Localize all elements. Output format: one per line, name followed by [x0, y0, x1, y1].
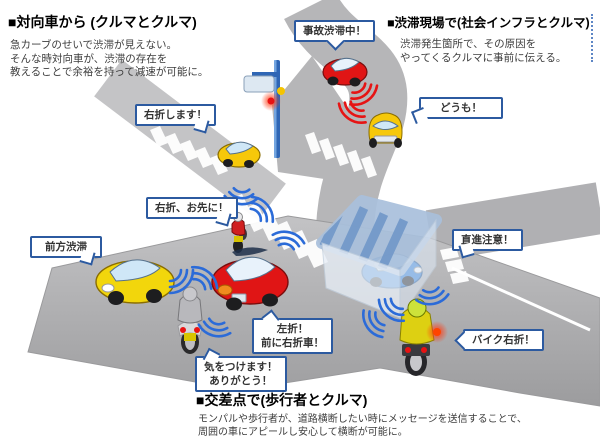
- section-body: 急カーブのせいで渋滞が見えない。 そんな時対向車が、渋滞の存在を 教えることで余…: [10, 39, 209, 78]
- callout-label: ありがとう！: [209, 375, 273, 387]
- callout-straight-caution: 直進注意！: [452, 229, 523, 259]
- section-body: モンパルや歩行者が、道路横断したい時にメッセージを送信することで、 周囲の車にア…: [198, 414, 527, 438]
- callout-label: 前方渋滞: [45, 241, 87, 253]
- section-oncoming-car: ■対向車から (クルマとクルマ) 急カーブのせいで渋滞が見えない。 そんな時対向…: [8, 12, 208, 80]
- callout-accident-jam: 事故渋滞中！: [294, 20, 375, 51]
- callout-after-you: 右折、お先に！: [146, 197, 238, 227]
- callout-label: 左折！: [276, 323, 309, 335]
- car-yellow-left: [95, 259, 175, 305]
- callout-label: 右折、お先に！: [155, 202, 229, 214]
- callout-label: どうも！: [440, 102, 482, 114]
- yellow-lamp: [277, 87, 285, 95]
- section-title: ■交差点で(歩行者とクルマ): [196, 392, 368, 408]
- car-yellow-mid: [217, 141, 261, 168]
- callout-thanks: どうも！: [411, 97, 503, 124]
- motorcycle-yellow-rider: [399, 298, 448, 376]
- page-edge-dots: [591, 14, 593, 62]
- callout-label: 前に右折車！: [261, 337, 324, 349]
- section-title: ■渋滞現場で(社会インフラとクルマ): [387, 16, 590, 30]
- callout-label: バイク右折！: [472, 334, 535, 346]
- callout-turn-right: 右折します！: [135, 104, 216, 134]
- callout-label: 事故渋滞中！: [303, 25, 366, 37]
- lane-line: [451, 266, 591, 332]
- road-corner: [272, 56, 354, 182]
- red-lamp: [267, 97, 275, 105]
- callout-label: 直進注意！: [461, 234, 514, 246]
- callout-jam-ahead: 前方渋滞: [30, 236, 102, 266]
- motorcycle-red-rider: [231, 212, 247, 253]
- car-red-sports: [211, 247, 289, 311]
- building-translucent: [316, 195, 442, 320]
- motorcycle-grey-rider: [177, 286, 203, 354]
- car-red-top: [322, 57, 368, 87]
- callout-careful-thanks: 気をつけます！ ありがとう！: [195, 347, 287, 392]
- section-body: 渋滞発生箇所で、その原因を やってくるクルマに事前に伝える。: [400, 38, 567, 64]
- traffic-light: [243, 60, 285, 158]
- section-jam-site: ■渋滞現場で(社会インフラとクルマ) 渋滞発生箇所で、その原因を やってくるクル…: [387, 12, 590, 65]
- section-crossing: ■交差点で(歩行者とクルマ) モンパルや歩行者が、道路横断したい時にメッセージを…: [196, 390, 527, 439]
- callout-label: 右折します！: [144, 109, 207, 121]
- callout-bike-right: バイク右折！: [454, 329, 544, 351]
- car-yellow-front: [368, 112, 403, 148]
- section-title: ■対向車から (クルマとクルマ): [8, 14, 197, 30]
- callout-left-turn: 左折！ 前に右折車！: [252, 309, 333, 354]
- callout-label: 気をつけます！: [204, 361, 278, 373]
